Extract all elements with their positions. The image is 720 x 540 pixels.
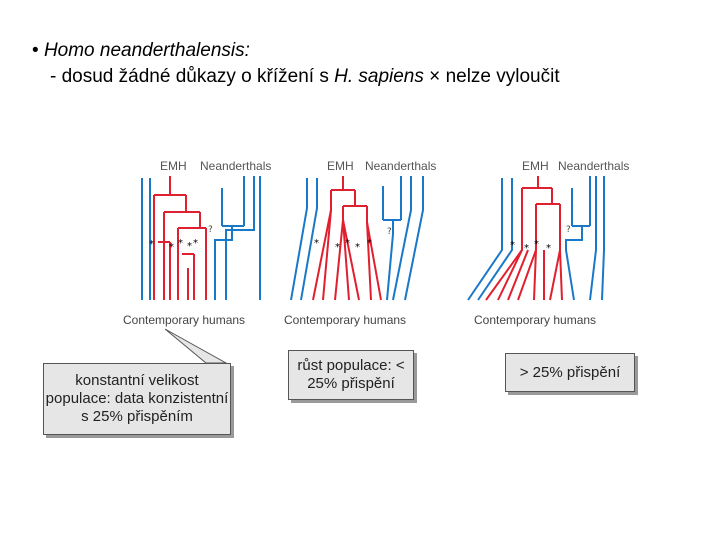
subline-prefix: - dosud žádné důkazy o křížení s [50,66,335,87]
callout-text: konstantní velikost populace: data konzi… [43,363,231,435]
star-marker: * [314,238,319,249]
neanderthal-lineages [467,176,605,301]
neanderthals-label: Neanderthals [365,159,436,173]
bullet-title: • Homo neanderthalensis: [32,38,560,64]
emh-lineages [312,176,382,301]
star-marker: * [355,242,360,253]
callout-text: růst populace: < 25% přispění [288,350,414,400]
star-marker: * [193,238,198,249]
question-mark: ? [387,227,392,237]
star-marker: * [524,243,529,254]
star-marker: * [187,241,192,252]
contemporary-humans-label: Contemporary humans [123,313,245,327]
callout-population-growth: růst populace: < 25% přispění [288,350,414,400]
bullet-marker: • [32,40,39,61]
neanderthals-label: Neanderthals [558,159,629,173]
species-title: Homo neanderthalensis: [43,40,250,61]
callout-text: > 25% přispění [505,353,635,392]
star-marker: * [149,239,154,250]
tree-diagram-growth: EMH Neanderthals * * * * * [283,150,443,335]
neanderthals-label: Neanderthals [200,159,271,173]
callout-constant-population: konstantní velikost populace: data konzi… [40,325,235,440]
question-mark: ? [566,225,571,235]
star-marker: * [546,243,551,254]
admixture-stars: * * * * * [149,238,198,253]
cross-symbol: × [429,66,441,87]
star-marker: * [367,238,372,249]
star-marker: * [178,238,183,249]
star-marker: * [534,239,539,250]
neanderthal-lineages [290,176,424,301]
tree-diagram-constant: EMH Neanderthals * * * * * [120,150,280,335]
star-marker: * [510,240,515,251]
star-marker: * [345,238,350,249]
subline-suffix: nelze vyloučit [445,66,560,87]
emh-label: EMH [327,159,354,173]
star-marker: * [335,242,340,253]
emh-label: EMH [522,159,549,173]
admixture-stars: * * * * [510,239,551,254]
bullet-subline: - dosud žádné důkazy o křížení s H. sapi… [32,64,560,90]
neanderthal-lineages [141,176,261,300]
admixture-stars: * * * * * [314,238,372,253]
question-mark: ? [208,225,213,235]
subline-species: H. sapiens [334,66,424,87]
star-marker: * [169,242,174,253]
emh-lineages [153,176,207,300]
emh-lineages [485,176,563,301]
emh-label: EMH [160,159,187,173]
contemporary-humans-label: Contemporary humans [474,313,596,327]
contemporary-humans-label: Contemporary humans [284,313,406,327]
tree-diagram-high-contribution: EMH Neanderthals * * * * ? [462,150,629,335]
callout-high-contribution: > 25% přispění [505,353,635,393]
bullet-text: • Homo neanderthalensis: - dosud žádné d… [32,38,560,90]
